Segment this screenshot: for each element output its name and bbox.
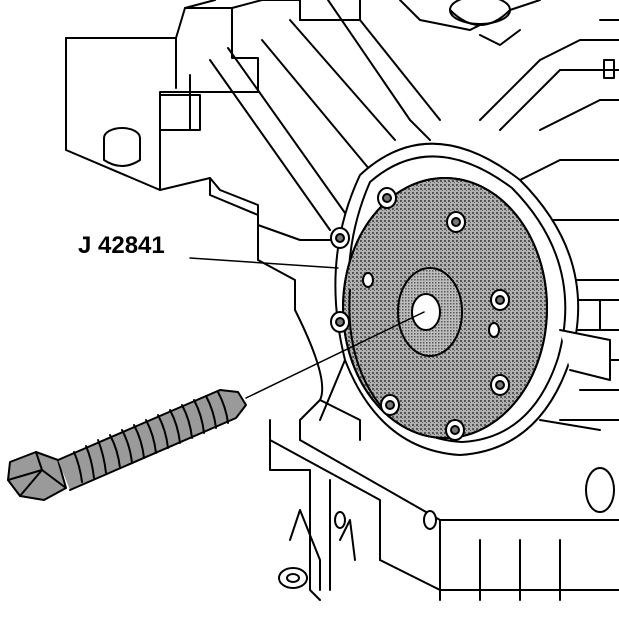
- bolt-head: [380, 394, 400, 416]
- callout-leader: [189, 257, 339, 269]
- tool-callout-label: J 42841: [78, 232, 165, 259]
- tool-bolts: [330, 187, 510, 441]
- tool-plate: [342, 177, 548, 439]
- bolt-head: [377, 187, 397, 209]
- bolt-head: [445, 419, 465, 441]
- bolt-head: [330, 311, 350, 333]
- alignment-centerline: [245, 311, 425, 399]
- bolt-head: [446, 211, 466, 233]
- bolt-head: [490, 289, 510, 311]
- plug-fitting: [103, 127, 141, 167]
- installer-bolt: [7, 389, 247, 501]
- bolt-head: [330, 227, 350, 249]
- bolt-head: [490, 374, 510, 396]
